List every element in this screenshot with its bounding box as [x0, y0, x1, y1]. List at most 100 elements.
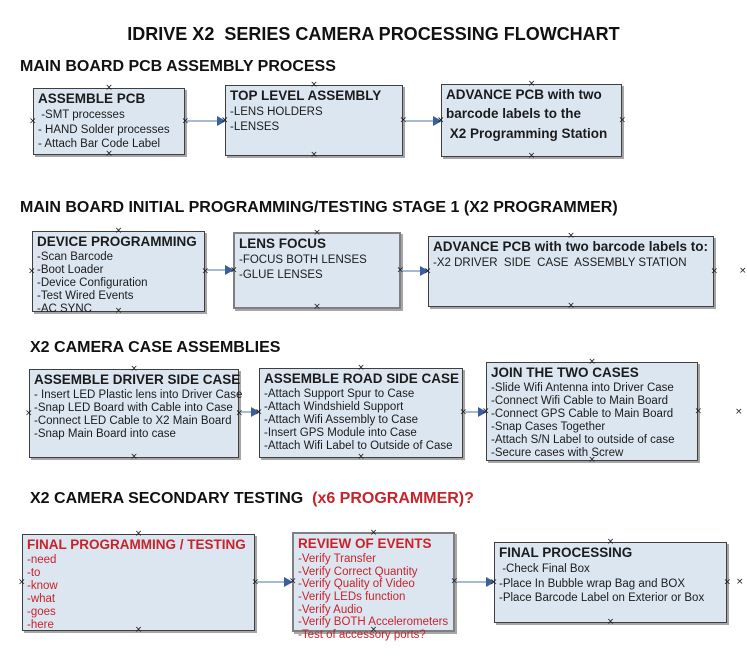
- anchor-x-icon: ×: [310, 150, 318, 160]
- anchor-x-icon: ×: [25, 408, 33, 418]
- anchor-x-icon: ×: [313, 302, 321, 312]
- section-heading-secondary-testing: X2 CAMERA SECONDARY TESTING (x6 PROGRAMM…: [30, 490, 474, 508]
- box-item: -what: [27, 593, 56, 606]
- box-item: -Connect GPS Cable to Main Board: [491, 408, 674, 421]
- box-item: -Boot Loader: [37, 264, 104, 277]
- anchor-x-icon: ×: [739, 266, 747, 276]
- box-item: -LENSES: [230, 120, 280, 133]
- box-title: REVIEW OF EVENTS: [298, 536, 432, 551]
- anchor-x-icon: ×: [396, 265, 404, 275]
- anchor-x-icon: ×: [313, 228, 321, 238]
- anchor-x-icon: ×: [736, 577, 744, 587]
- box-item: - HAND Solder processes: [38, 123, 170, 136]
- anchor-x-icon: ×: [606, 537, 615, 547]
- box-item: -LENS HOLDERS: [230, 106, 323, 119]
- box-item: -Place In Bubble wrap Bag and BOX: [499, 577, 686, 590]
- anchor-x-icon: ×: [735, 407, 743, 417]
- section-heading-pcb-assembly: MAIN BOARD PCB ASSEMBLY PROCESS: [20, 58, 336, 75]
- flow-box-join-the-two-cases: JOIN THE TWO CASES -Slide Wifi Antenna i…: [482, 358, 702, 465]
- box-item: X2 Programming Station: [446, 125, 608, 141]
- box-title: ADVANCE PCB with two barcode labels to:: [433, 239, 709, 254]
- section-heading-red-text: (x6 PROGRAMMER)?: [312, 490, 474, 507]
- section-heading-initial-programming: MAIN BOARD INITIAL PROGRAMMING/TESTING S…: [20, 199, 618, 216]
- flow-box-final-programming-testing: FINAL PROGRAMMING / TESTING -need -to -k…: [18, 530, 259, 635]
- box-item: -AC SYNC: [37, 303, 92, 316]
- flow-box-advance-pcb-programming-station: ADVANCE PCB with two barcode labels to t…: [437, 80, 626, 161]
- box-title: DEVICE PROGRAMMING: [37, 234, 197, 249]
- anchor-x-icon: ×: [399, 115, 407, 125]
- anchor-x-icon: ×: [114, 306, 123, 316]
- anchor-x-icon: ×: [588, 357, 596, 367]
- section-heading-text: X2 CAMERA SECONDARY TESTING: [30, 490, 313, 507]
- box-item: -Verify BOTH Accelerometers: [298, 616, 449, 629]
- anchor-x-icon: ×: [588, 455, 596, 465]
- box-item: -Snap Main Board into case: [34, 428, 176, 441]
- anchor-x-icon: ×: [723, 577, 731, 587]
- anchor-x-icon: ×: [357, 363, 365, 373]
- box-item: -Attach Wifi Label to Outside of Case: [264, 440, 453, 453]
- box-item: -Connect LED Cable to X2 Main Board: [34, 415, 232, 428]
- anchor-x-icon: ×: [255, 407, 263, 418]
- box-title: TOP LEVEL ASSEMBLY: [230, 88, 382, 103]
- anchor-x-icon: ×: [235, 408, 243, 418]
- flow-box-device-programming: DEVICE PROGRAMMING -Scan Barcode -Boot L…: [28, 227, 209, 316]
- box-item: -know: [27, 580, 58, 593]
- anchor-x-icon: ×: [251, 577, 259, 587]
- box-item: - Insert LED Plastic lens into Driver Ca…: [34, 389, 243, 402]
- anchor-x-icon: ×: [114, 226, 123, 236]
- box-title: ASSEMBLE ROAD SIDE CASE: [264, 371, 460, 386]
- anchor-x-icon: ×: [181, 116, 189, 126]
- anchor-x-icon: ×: [130, 452, 138, 462]
- box-item: -Verify LEDs function: [298, 590, 406, 603]
- anchor-x-icon: ×: [527, 79, 536, 89]
- box-item: -to: [27, 567, 41, 580]
- anchor-x-icon: ×: [606, 617, 615, 627]
- anchor-x-icon: ×: [618, 115, 626, 125]
- box-item: -Verify Audio: [298, 603, 363, 616]
- box-item: -Check Final Box: [499, 563, 590, 576]
- box-item: barcode labels to the: [446, 106, 582, 122]
- anchor-x-icon: ×: [357, 452, 365, 462]
- box-item: -Place Barcode Label on Exterior or Box: [499, 592, 705, 605]
- anchor-x-icon: ×: [105, 149, 113, 159]
- flow-box-top-level-assembly: TOP LEVEL ASSEMBLY -LENS HOLDERS -LENSES…: [221, 81, 407, 160]
- box-item: -Attach Support Spur to Case: [264, 388, 415, 401]
- anchor-x-icon: ×: [710, 266, 718, 276]
- box-item: -Test of accessory ports?: [298, 628, 426, 641]
- box-title: FINAL PROCESSING: [499, 545, 633, 560]
- box-item: -GLUE LENSES: [239, 268, 323, 281]
- flow-box-assemble-pcb: ASSEMBLE PCB -SMT processes - HAND Solde…: [29, 84, 189, 159]
- section-heading-case-assemblies: X2 CAMERA CASE ASSEMBLIES: [30, 339, 281, 356]
- box-item: -X2 DRIVER SIDE CASE ASSEMBLY STATION: [433, 257, 687, 270]
- anchor-x-icon: ×: [490, 577, 498, 587]
- anchor-x-icon: ×: [230, 265, 238, 275]
- anchor-x-icon: ×: [527, 151, 536, 161]
- anchor-x-icon: ×: [29, 116, 37, 126]
- flow-box-assemble-road-side-case: ASSEMBLE ROAD SIDE CASE -Attach Support …: [255, 364, 467, 462]
- box-item: -Insert GPS Module into Case: [264, 427, 417, 440]
- page-title: IDRIVE X2 SERIES CAMERA PROCESSING FLOWC…: [127, 24, 620, 44]
- anchor-x-icon: ×: [567, 301, 575, 311]
- box-item: -Attach Wifi Assembly to Case: [264, 414, 419, 427]
- box-item: -goes: [27, 606, 56, 619]
- box-item: -Attach S/N Label to outside of case: [491, 434, 675, 447]
- box-item: -Device Configuration: [37, 277, 148, 290]
- box-item: -Snap Cases Together: [491, 421, 606, 434]
- box-item: -Scan Barcode: [37, 251, 114, 264]
- box-title: ADVANCE PCB with two: [446, 87, 602, 102]
- box-item: -Attach Windshield Support: [264, 401, 404, 414]
- box-item: -Test Wired Events: [37, 290, 134, 303]
- box-title: JOIN THE TWO CASES: [491, 365, 639, 380]
- anchor-x-icon: ×: [459, 407, 467, 418]
- box-title: FINAL PROGRAMMING / TESTING: [27, 537, 246, 552]
- anchor-x-icon: ×: [134, 529, 143, 539]
- box-item: -Secure cases with Screw: [491, 447, 624, 460]
- anchor-x-icon: ×: [369, 625, 378, 635]
- anchor-x-icon: ×: [105, 83, 113, 93]
- anchor-x-icon: ×: [437, 115, 445, 125]
- anchor-x-icon: ×: [289, 576, 297, 587]
- anchor-x-icon: ×: [482, 406, 490, 416]
- box-item: -Slide Wifi Antenna into Driver Case: [491, 382, 674, 395]
- anchor-x-icon: ×: [310, 80, 318, 90]
